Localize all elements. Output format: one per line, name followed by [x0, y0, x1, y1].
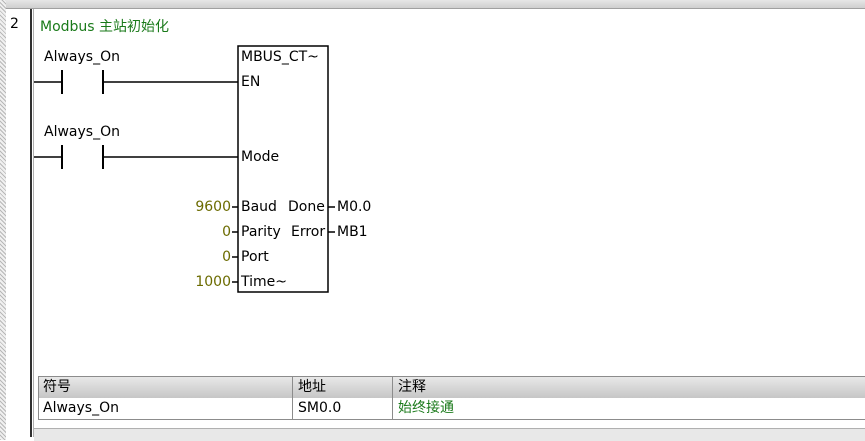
pin-baud: Baud — [241, 199, 277, 215]
table-divider[interactable] — [292, 376, 293, 420]
cell-symbol[interactable]: Always_On — [43, 400, 119, 416]
cell-address[interactable]: SM0.0 — [298, 400, 342, 416]
next-rung-edge — [34, 428, 865, 441]
rail-shadow — [33, 9, 34, 437]
pin-mode: Mode — [241, 149, 280, 165]
header-comment[interactable]: 注释 — [398, 379, 426, 395]
block-title[interactable]: MBUS_CT~ — [241, 49, 319, 65]
symbol-table-header: 符号 地址 注释 — [38, 376, 865, 399]
pin-timeout: Time~ — [241, 274, 287, 290]
rung-number[interactable]: 2 — [10, 16, 19, 32]
pin-parity: Parity — [241, 224, 281, 240]
operand-timeout[interactable]: 1000 — [195, 274, 231, 290]
operand-error[interactable]: MB1 — [337, 224, 368, 240]
contact-2-label[interactable]: Always_On — [44, 124, 120, 140]
previous-rung-edge — [6, 0, 865, 9]
cell-comment[interactable]: 始终接通 — [398, 400, 454, 416]
editor-gutter — [0, 0, 6, 440]
table-row[interactable]: Always_On SM0.0 始终接通 — [38, 398, 865, 420]
pin-error: Error — [291, 224, 326, 240]
contact-1-label[interactable]: Always_On — [44, 49, 120, 65]
table-divider — [38, 376, 39, 420]
left-power-rail — [30, 9, 32, 437]
header-symbol[interactable]: 符号 — [43, 379, 71, 395]
rung-comment[interactable]: Modbus 主站初始化 — [40, 19, 170, 35]
header-address[interactable]: 地址 — [298, 379, 326, 395]
operand-done[interactable]: M0.0 — [337, 199, 372, 215]
function-block-box — [237, 45, 329, 293]
pin-en: EN — [241, 74, 261, 90]
table-divider[interactable] — [392, 376, 393, 420]
operand-port[interactable]: 0 — [222, 249, 231, 265]
operand-parity[interactable]: 0 — [222, 224, 231, 240]
symbol-table: 符号 地址 注释 Always_On SM0.0 始终接通 — [38, 376, 865, 422]
pin-done: Done — [288, 199, 325, 215]
operand-baud[interactable]: 9600 — [195, 199, 231, 215]
pin-port: Port — [241, 249, 269, 265]
rung-number-column[interactable] — [6, 9, 30, 440]
